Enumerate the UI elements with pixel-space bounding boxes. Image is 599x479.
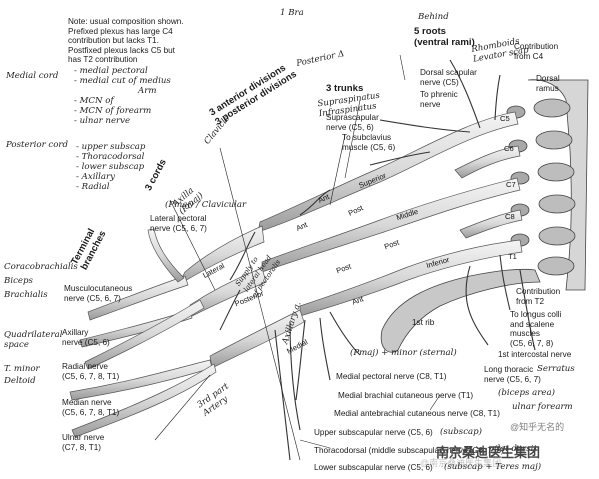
- vertebral-column: [506, 79, 589, 291]
- upper-subscapular-label: Upper subscapular nerve (C5, 6): [314, 428, 433, 437]
- axillary-label: Axillary nerve (C5, 6): [62, 328, 110, 347]
- hw-medial-list: - medial pectoral - medial cut of medius…: [74, 66, 171, 126]
- median-label: Median nerve (C5, 6, 7, 8, T1): [62, 398, 120, 417]
- medial-antebrachial-label: Medial antebrachial cutaneous nerve (C8,…: [334, 409, 500, 418]
- hw-pmaj-minor-sternal: (Pmaj) + minor (sternal): [350, 348, 457, 358]
- dorsal-scapular-label: Dorsal scapular nerve (C5): [420, 68, 477, 87]
- medial-brachial-label: Medial brachial cutaneous nerve (T1): [338, 391, 474, 400]
- first-intercostal-label: 1st intercostal nerve: [498, 350, 572, 359]
- contribution-t2-label: Contribution from T2: [516, 287, 561, 306]
- root-t1-label: T1: [508, 252, 517, 261]
- root-c8-label: C8: [505, 212, 515, 221]
- hw-serratus: Serratus: [537, 364, 575, 374]
- first-rib-label: 1st rib: [412, 318, 435, 327]
- leader-lines: [154, 54, 441, 461]
- watermark-line2: 南京桑迪医生集团: [436, 445, 541, 460]
- musculocutaneous-label: Musculocutaneous nerve (C5, 6, 7): [64, 284, 133, 303]
- trunks-title: 3 trunks: [326, 83, 364, 94]
- to-phrenic-label: To phrenic nerve: [420, 90, 458, 109]
- contribution-c4-label: Contribution from C4: [514, 42, 559, 61]
- suprascapular-label: Suprascapular nerve (C5, 6): [326, 113, 379, 132]
- watermark-source: @知乎无名的: [510, 422, 565, 432]
- thin-branches: [219, 59, 536, 461]
- longus-colli-label: To longus colli and scalene muscles (C5,…: [510, 310, 562, 348]
- hw-lat-dorsi: (lat dorsi): [494, 444, 537, 454]
- hw-posterior-list: - upper subscap - Thoracodorsal - lower …: [76, 142, 146, 192]
- hw-ulnar-forearm: ulnar forearm: [512, 402, 573, 412]
- root-c6-label: C6: [504, 144, 514, 153]
- roots-title: 5 roots (ventral rami): [414, 26, 475, 48]
- radial-label: Radial nerve (C5, 6, 7, 8, T1): [62, 362, 120, 381]
- medial-pectoral-label: Medial pectoral nerve (C8, T1): [336, 372, 447, 381]
- root-c5-label: C5: [500, 114, 510, 123]
- hw-coracobrachialis: Coracobrachialis Biceps Brachialis: [4, 262, 78, 300]
- composition-note: Note: usual composition shown. Prefixed …: [68, 17, 184, 65]
- dorsal-ramus-label: Dorsal ramus: [536, 74, 560, 93]
- hw-posterior-cord-head: Posterior cord: [6, 140, 69, 150]
- hw-subscap: (subscap): [440, 427, 482, 437]
- watermark-line1: @南京桑迪医生集团: [420, 458, 502, 468]
- subclavius-label: To subclavius muscle (C5, 6): [342, 133, 396, 152]
- lower-subscapular-label: Lower subscapular nerve (C5, 6): [314, 463, 433, 472]
- hw-subscap-teres: (subscap + Teres maj): [444, 462, 542, 472]
- long-thoracic-label: Long thoracic nerve (C5, 6, 7): [484, 365, 541, 384]
- hw-medial-cord-head: Medial cord: [6, 71, 59, 81]
- hw-biceps-area: (biceps area): [498, 388, 555, 398]
- hw-tminor-deltoid: T. minor Deltoid: [4, 364, 40, 386]
- hw-quadrilateral-space: Quadrilateral space: [4, 330, 63, 350]
- first-rib: [380, 268, 541, 353]
- ulnar-label: Ulnar nerve (C7, 8, T1): [62, 433, 105, 452]
- nerve-bundles: [69, 111, 523, 438]
- lateral-pectoral-label: Lateral pectoral nerve (C5, 6, 7): [150, 214, 207, 233]
- hw-pmaj-clavicular: (Pmaj) / Clavicular: [165, 200, 247, 210]
- root-c7-label: C7: [506, 180, 516, 189]
- hw-behind: Behind: [418, 12, 449, 22]
- thoracodorsal-label: Thoracodorsal (middle subscapular) nerve…: [314, 446, 504, 455]
- hw-top-c: 1 Bra: [280, 8, 304, 18]
